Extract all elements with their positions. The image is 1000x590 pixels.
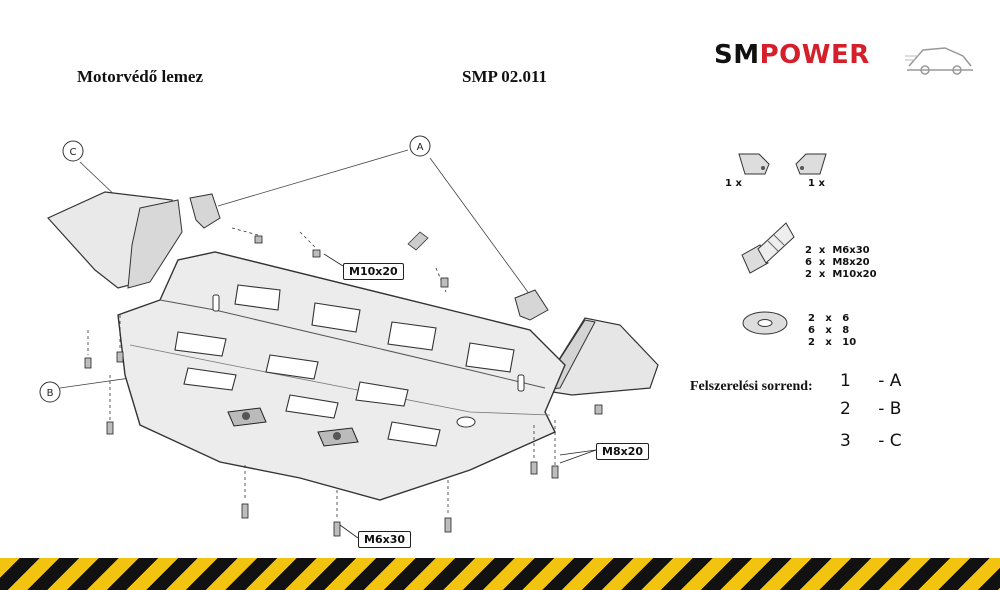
hazard-stripe-footer <box>0 558 1000 590</box>
order-step: 3 <box>840 431 851 451</box>
leader-lines <box>59 149 531 389</box>
installation-order-label: Felszerelési sorrend: <box>690 379 813 394</box>
label-b-marker: B <box>39 381 61 403</box>
vent-openings <box>174 284 515 447</box>
order-part: - B <box>878 399 902 419</box>
bracket-left-count: 1 x <box>725 178 742 189</box>
car-outline-icon <box>905 47 973 75</box>
part-a-deflector <box>539 317 659 396</box>
logo-sm-text: SM <box>714 40 760 70</box>
part-b-skid-plate <box>117 251 566 501</box>
order-part: - C <box>878 431 902 451</box>
bracket-right-count: 1 x <box>808 178 825 189</box>
bracket-right-icon <box>795 153 827 175</box>
bolt-specs: 2 x M6x30 6 x M8x20 2 x M10x20 <box>805 245 877 280</box>
washer-icon <box>742 311 788 335</box>
bolt-icon <box>741 222 795 274</box>
bolt-glyphs <box>84 235 603 537</box>
part-number: SMP 02.011 <box>462 67 548 86</box>
direction-arrow-icon <box>407 231 429 251</box>
washer-specs: 2 x 6 6 x 8 2 x 10 <box>808 313 857 348</box>
callout-m10x20: M10x20 <box>343 263 404 280</box>
label-c-marker: C <box>62 140 84 162</box>
callout-m8x20: M8x20 <box>596 443 650 460</box>
order-row: 1 - A <box>840 371 901 391</box>
label-c: C <box>70 147 77 158</box>
order-row: 3 - C <box>840 431 902 451</box>
logo-power-text: POWER <box>759 40 870 70</box>
diagram-title: Motorvédő lemez <box>77 67 204 86</box>
bracket-left-icon <box>738 153 770 175</box>
label-a: A <box>417 142 424 153</box>
order-part: - A <box>878 371 902 391</box>
exploded-diagram: A B C <box>39 135 659 539</box>
label-b: B <box>47 388 54 399</box>
smpower-logo: SMPOWER <box>714 40 870 70</box>
order-row: 2 - B <box>840 399 901 419</box>
order-step: 1 <box>840 371 851 391</box>
order-step: 2 <box>840 399 851 419</box>
label-a-marker: A <box>409 135 431 157</box>
callout-m6x30: M6x30 <box>358 531 412 548</box>
